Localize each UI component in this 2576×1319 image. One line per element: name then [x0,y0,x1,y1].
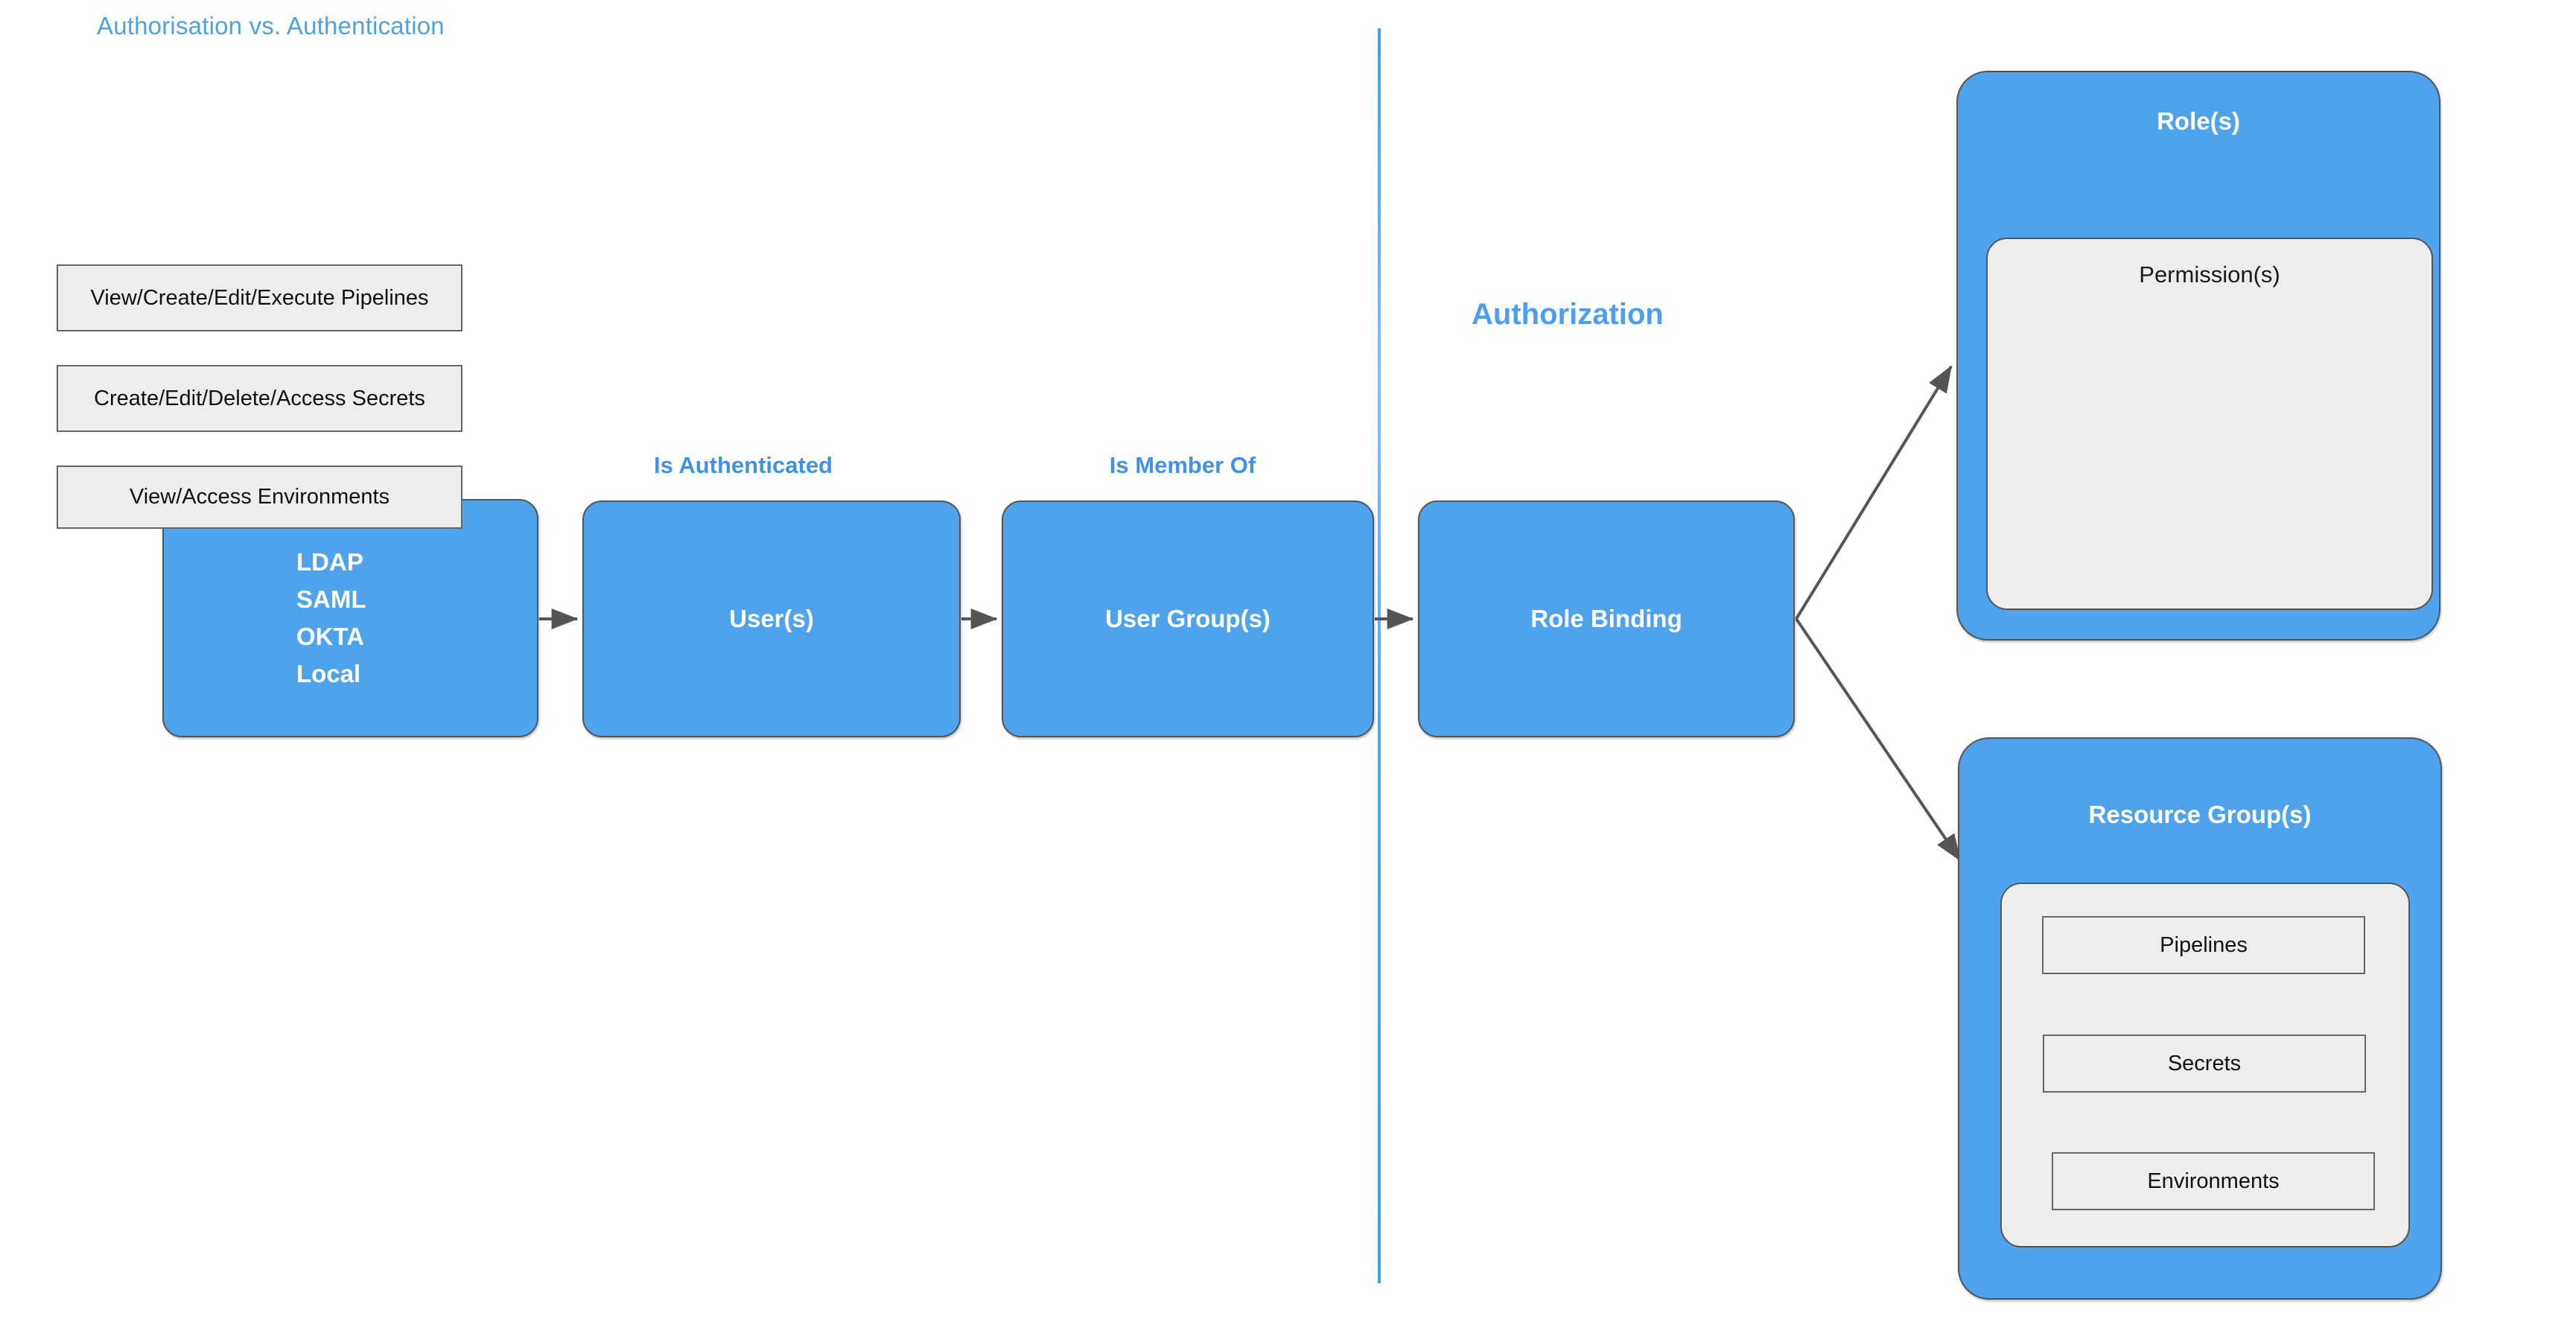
identity-provider-okta: OKTA [296,623,365,650]
panel-permissions-title: Permission(s) [2139,261,2280,287]
panel-resource-groups[interactable]: Resource Group(s) [1958,737,2442,1300]
box-role-binding-label: Role Binding [1530,605,1682,632]
panel-roles-title: Role(s) [2157,107,2240,135]
edge-label-is-member-of: Is Member Of [1109,452,1256,478]
page-title: Authorisation vs. Authentication [97,12,445,39]
resource-item[interactable]: Secrets [2043,1034,2366,1093]
box-users-label: User(s) [729,605,814,632]
resource-item[interactable]: Pipelines [2042,916,2365,974]
permission-item[interactable]: View/Create/Edit/Execute Pipelines [57,264,462,331]
section-heading-authorization: Authorization [1472,298,1664,331]
arrow-rolebinding-to-roles [1795,365,1953,620]
section-divider-line [1378,28,1381,1283]
identity-provider-list: LDAP SAML OKTA Local [296,544,366,693]
box-users[interactable]: User(s) [582,500,961,737]
box-user-groups-label: User Group(s) [1105,605,1270,632]
panel-resource-groups-title: Resource Group(s) [2088,801,2312,828]
permission-item[interactable]: Create/Edit/Delete/Access Secrets [57,365,462,432]
permission-item[interactable]: View/Access Environments [57,465,462,529]
edge-label-is-authenticated: Is Authenticated [654,452,833,478]
box-role-binding[interactable]: Role Binding [1418,500,1795,737]
identity-provider-local: Local [296,660,361,688]
box-identity-providers[interactable]: LDAP SAML OKTA Local [162,499,538,737]
identity-provider-ldap: LDAP [296,547,363,576]
panel-roles[interactable]: Role(s) Permission(s) [1956,71,2440,641]
panel-permissions: Permission(s) [1986,238,2433,610]
identity-provider-saml: SAML [296,585,366,613]
box-user-groups[interactable]: User Group(s) [1002,500,1374,737]
resource-item[interactable]: Environments [2052,1152,2375,1210]
arrow-rolebinding-to-resourcegroups [1795,617,1962,862]
